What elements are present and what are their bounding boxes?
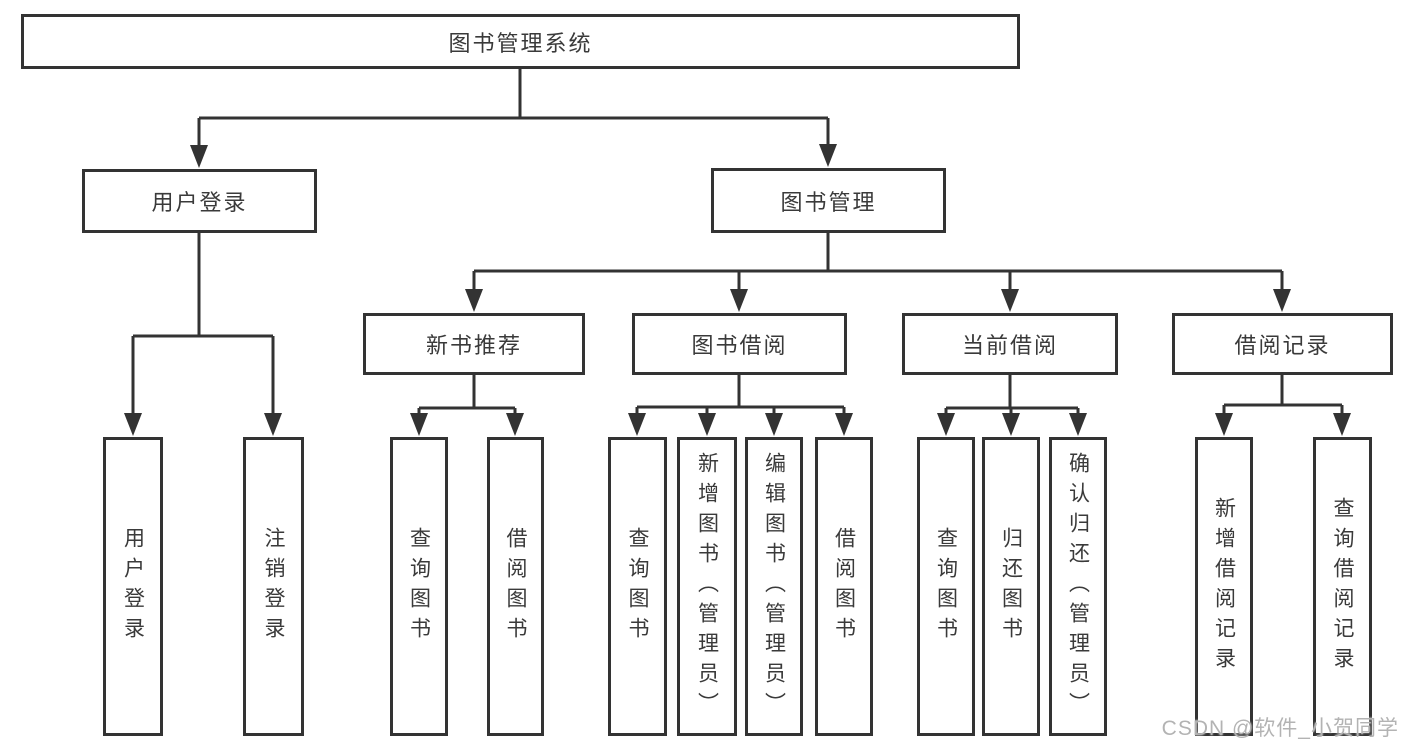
node-leaf-confirm-return: 确认归还（管理员） [1049,437,1107,736]
arrowhead-icon [1069,413,1087,436]
node-label-book-mgmt: 图书管理 [780,189,877,215]
node-label-leaf-return-book: 归还图书 [999,526,1023,647]
node-label-new-book-rec: 新书推荐 [425,333,522,358]
node-leaf-borrow-book-2: 借阅图书 [815,437,873,736]
node-label-leaf-query-book-1: 查询图书 [407,526,431,647]
node-leaf-logout: 注销登录 [243,437,304,736]
node-label-leaf-query-book-3: 查询图书 [934,526,958,647]
arrowhead-icon [628,413,646,436]
arrowhead-icon [1273,289,1291,312]
node-label-leaf-logout: 注销登录 [262,526,285,647]
arrowhead-icon [937,413,955,436]
arrowhead-icon [1333,413,1351,436]
node-leaf-query-record: 查询借阅记录 [1313,437,1372,736]
node-label-leaf-confirm-return: 确认归还（管理员） [1066,451,1090,722]
arrowhead-icon [835,413,853,436]
node-label-leaf-borrow-book-2: 借阅图书 [832,526,856,647]
node-label-leaf-add-book: 新增图书（管理员） [695,451,719,722]
node-leaf-edit-book: 编辑图书（管理员） [745,437,803,736]
edge-connector [1222,375,1344,419]
arrowhead-icon [465,289,483,312]
node-leaf-add-book: 新增图书（管理员） [677,437,737,736]
node-leaf-query-book-2: 查询图书 [608,437,667,736]
edge-connector [197,69,830,151]
arrowhead-icon [190,145,208,168]
arrowhead-icon [1215,413,1233,436]
edge-connector [417,375,517,419]
node-leaf-user-login: 用户登录 [103,437,163,736]
node-label-user-login: 用户登录 [151,190,248,215]
node-new-book-rec: 新书推荐 [363,313,585,375]
arrowhead-icon [698,413,716,436]
arrowhead-icon [506,413,524,436]
node-label-leaf-user-login: 用户登录 [121,526,145,647]
arrowhead-icon [765,413,783,436]
node-borrow-records: 借阅记录 [1172,313,1393,375]
node-leaf-query-book-3: 查询图书 [917,437,975,736]
arrowhead-icon [730,289,748,312]
arrowhead-icon [410,413,428,436]
arrowhead-icon [819,144,837,167]
node-leaf-borrow-book-1: 借阅图书 [487,437,544,736]
node-label-current-borrow: 当前借阅 [961,333,1058,358]
node-current-borrow: 当前借阅 [902,313,1118,375]
edge-connector [635,375,846,419]
arrowhead-icon [1002,413,1020,436]
arrowhead-icon [264,413,282,436]
edge-connector [131,233,275,419]
arrowhead-icon [1001,289,1019,312]
node-label-borrow-records: 借阅记录 [1234,333,1331,358]
node-label-root: 图书管理系统 [448,30,593,56]
node-root: 图书管理系统 [21,14,1020,69]
node-book-mgmt: 图书管理 [711,168,946,233]
node-label-book-borrow: 图书借阅 [691,333,788,358]
node-label-leaf-query-record: 查询借阅记录 [1331,496,1354,677]
node-leaf-query-book-1: 查询图书 [390,437,448,736]
node-leaf-return-book: 归还图书 [982,437,1040,736]
node-label-leaf-edit-book: 编辑图书（管理员） [762,451,786,722]
edge-connector [472,233,1284,295]
node-leaf-add-record: 新增借阅记录 [1195,437,1253,736]
node-label-leaf-query-book-2: 查询图书 [626,526,649,647]
node-user-login: 用户登录 [82,169,317,233]
node-label-leaf-add-record: 新增借阅记录 [1212,496,1236,677]
node-label-leaf-borrow-book-1: 借阅图书 [504,526,527,647]
node-book-borrow: 图书借阅 [632,313,847,375]
csdn-watermark: CSDN @软件_小贺同学 [1161,717,1399,740]
arrowhead-icon [124,413,142,436]
edge-connector [944,375,1080,419]
